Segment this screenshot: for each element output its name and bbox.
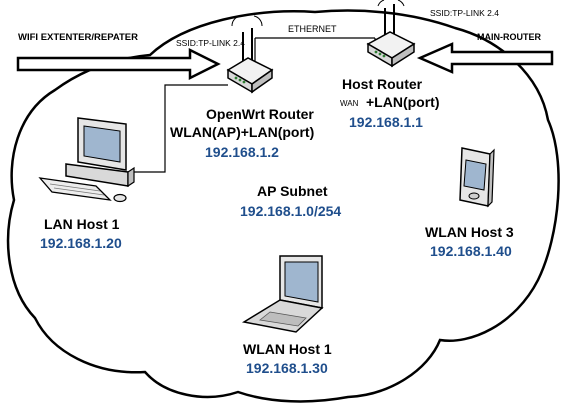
wlan-host-1-ip: 192.168.1.30 [246, 360, 328, 376]
ssid-left-label: SSID:TP-LINK 2.4 [176, 38, 245, 48]
host-router-role: +LAN(port) [366, 94, 440, 110]
lan-cable [125, 84, 228, 173]
desktop-computer-icon [38, 117, 135, 203]
openwrt-router-role: WLAN(AP)+LAN(port) [170, 124, 314, 140]
wifi-extender-arrow-icon [16, 47, 221, 81]
openwrt-router-name: OpenWrt Router [206, 106, 314, 122]
host-router-ip: 192.168.1.1 [349, 114, 423, 130]
lan-host-1-name: LAN Host 1 [44, 216, 120, 232]
lan-host-1-ip: 192.168.1.20 [40, 235, 122, 251]
ssid-right-label: SSID:TP-LINK 2.4 [430, 8, 499, 18]
host-router-icon [366, 0, 416, 68]
subnet-name: AP Subnet [257, 183, 328, 199]
laptop-icon [241, 255, 324, 333]
subnet-cloud [6, 9, 560, 403]
host-router-name: Host Router [342, 76, 423, 92]
wlan-host-3-name: WLAN Host 3 [425, 224, 514, 240]
subnet-range: 192.168.1.0/254 [240, 203, 341, 219]
openwrt-router-icon [226, 15, 274, 94]
smartphone-icon [459, 147, 495, 208]
wifi-extender-label: WIFI EXTENTER/REPATER [18, 32, 138, 43]
openwrt-router-ip: 192.168.1.2 [205, 144, 279, 160]
wlan-host-1-name: WLAN Host 1 [243, 341, 332, 357]
wan-label: WAN [340, 99, 359, 108]
ethernet-label: ETHERNET [288, 24, 337, 34]
wlan-host-3-ip: 192.168.1.40 [430, 243, 512, 259]
main-router-arrow-icon [416, 42, 554, 74]
main-router-label: MAIN-ROUTER [477, 32, 541, 42]
